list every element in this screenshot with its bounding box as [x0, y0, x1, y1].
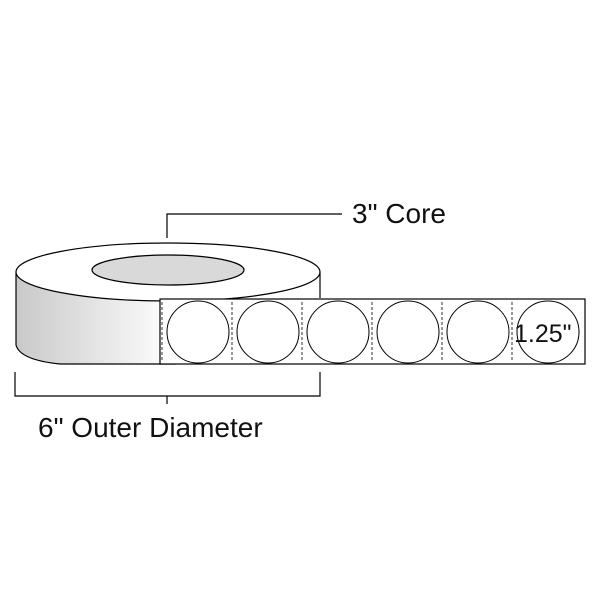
- core-label: 3" Core: [352, 198, 446, 229]
- outer-diameter-label: 6" Outer Diameter: [38, 412, 263, 443]
- core-callout: 3" Core: [166, 198, 446, 238]
- outer-diameter-bracket: [14, 372, 321, 397]
- round-label: [516, 300, 580, 364]
- round-label: [166, 300, 230, 364]
- round-label: [306, 300, 370, 364]
- round-label: [446, 300, 510, 364]
- label-strip: [159, 298, 586, 365]
- liner-strip: [159, 298, 586, 365]
- outer-diameter-callout: 6" Outer Diameter: [14, 372, 321, 443]
- label-size-text: 1.25": [514, 320, 572, 348]
- round-label: [236, 300, 300, 364]
- round-label: [376, 300, 440, 364]
- core-leader-line: [166, 213, 342, 238]
- roll-core: [91, 254, 245, 286]
